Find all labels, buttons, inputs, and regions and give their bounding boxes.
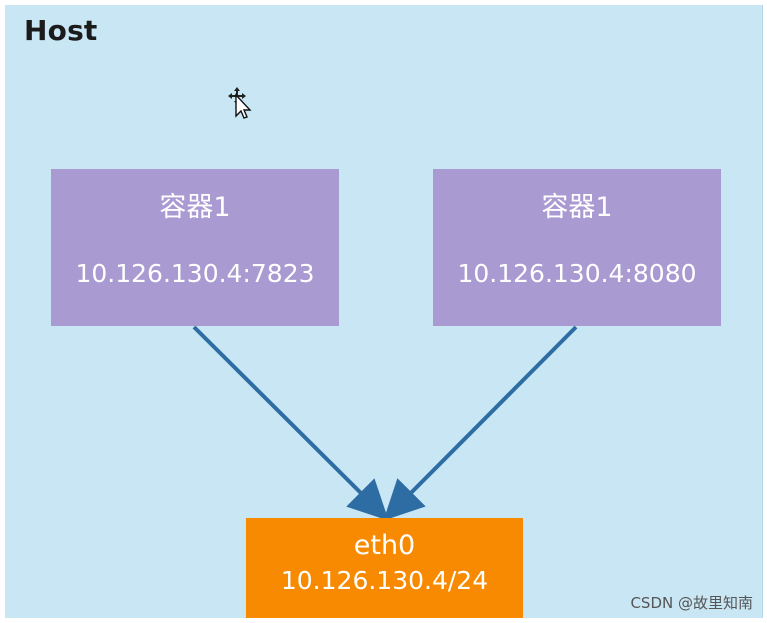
eth0-interface-box: eth0 10.126.130.4/24: [246, 518, 523, 618]
container-box-7823: 容器1 10.126.130.4:7823: [51, 169, 339, 326]
container-address: 10.126.130.4:8080: [457, 259, 697, 288]
move-cursor-icon: [228, 87, 252, 119]
container-box-8080: 容器1 10.126.130.4:8080: [433, 169, 721, 326]
watermark-text: CSDN @故里知南: [630, 594, 753, 612]
container-address: 10.126.130.4:7823: [75, 259, 315, 288]
container-title: 容器1: [541, 192, 613, 223]
arrow-left-container-to-eth0: [192, 325, 389, 521]
interface-name: eth0: [353, 530, 416, 561]
host-label: Host: [24, 14, 98, 47]
arrow-right-container-to-eth0: [383, 325, 578, 521]
container-title: 容器1: [159, 192, 231, 223]
interface-address: 10.126.130.4/24: [280, 566, 489, 595]
